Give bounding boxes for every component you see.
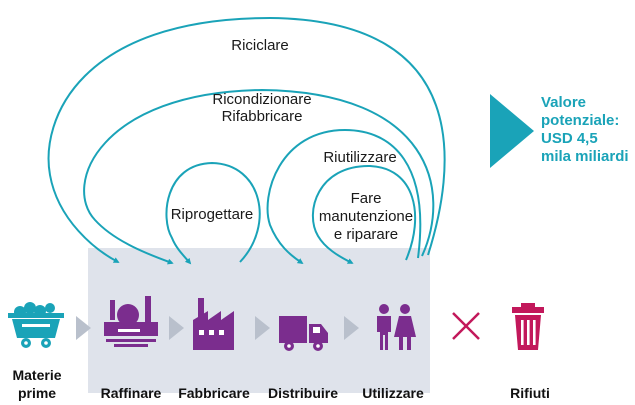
label-raffinare: Raffinare (101, 385, 162, 401)
loop-ricondizionare (83, 88, 435, 265)
chevron-icon (255, 316, 270, 340)
label-fabbricare: Fabbricare (178, 385, 250, 401)
factory-icon (193, 298, 234, 350)
value-arrow-icon (490, 94, 534, 168)
label-materie-prime-line1: Materie (12, 367, 61, 383)
value-line1: Valore (541, 94, 586, 111)
truck-icon (279, 316, 328, 351)
loop-riciclare (47, 16, 446, 263)
trash-can-icon (512, 303, 544, 350)
chevron-icon (169, 316, 184, 340)
label-materie-prime-line2: prime (18, 385, 56, 401)
value-line4: mila miliardi (541, 148, 629, 165)
chevron-icon (344, 316, 359, 340)
people-icon (377, 304, 416, 350)
value-line2: potenziale: (541, 112, 619, 129)
loop-manutenzione (311, 164, 417, 264)
refinery-icon (104, 296, 158, 347)
label-ricondizionare: Ricondizionare (212, 91, 311, 108)
value-line3: USD 4,5 (541, 130, 598, 147)
label-manutenzione-line3: e riparare (334, 226, 398, 243)
label-distribuire: Distribuire (268, 385, 338, 401)
chevron-icon (76, 316, 91, 340)
label-riciclare: Riciclare (231, 37, 289, 54)
label-riutilizzare: Riutilizzare (323, 149, 396, 166)
label-utilizzare: Utilizzare (362, 385, 424, 401)
label-manutenzione-line1: Fare (351, 190, 382, 207)
mine-cart-icon (8, 302, 64, 348)
label-manutenzione-line2: manutenzione (319, 208, 413, 225)
loop-riprogettare (165, 161, 261, 265)
cross-icon (452, 312, 480, 340)
loop-riutilizzare (266, 128, 422, 264)
label-rifabbricare: Rifabbricare (222, 108, 303, 125)
label-rifiuti: Rifiuti (510, 385, 550, 401)
label-riprogettare: Riprogettare (171, 206, 254, 223)
